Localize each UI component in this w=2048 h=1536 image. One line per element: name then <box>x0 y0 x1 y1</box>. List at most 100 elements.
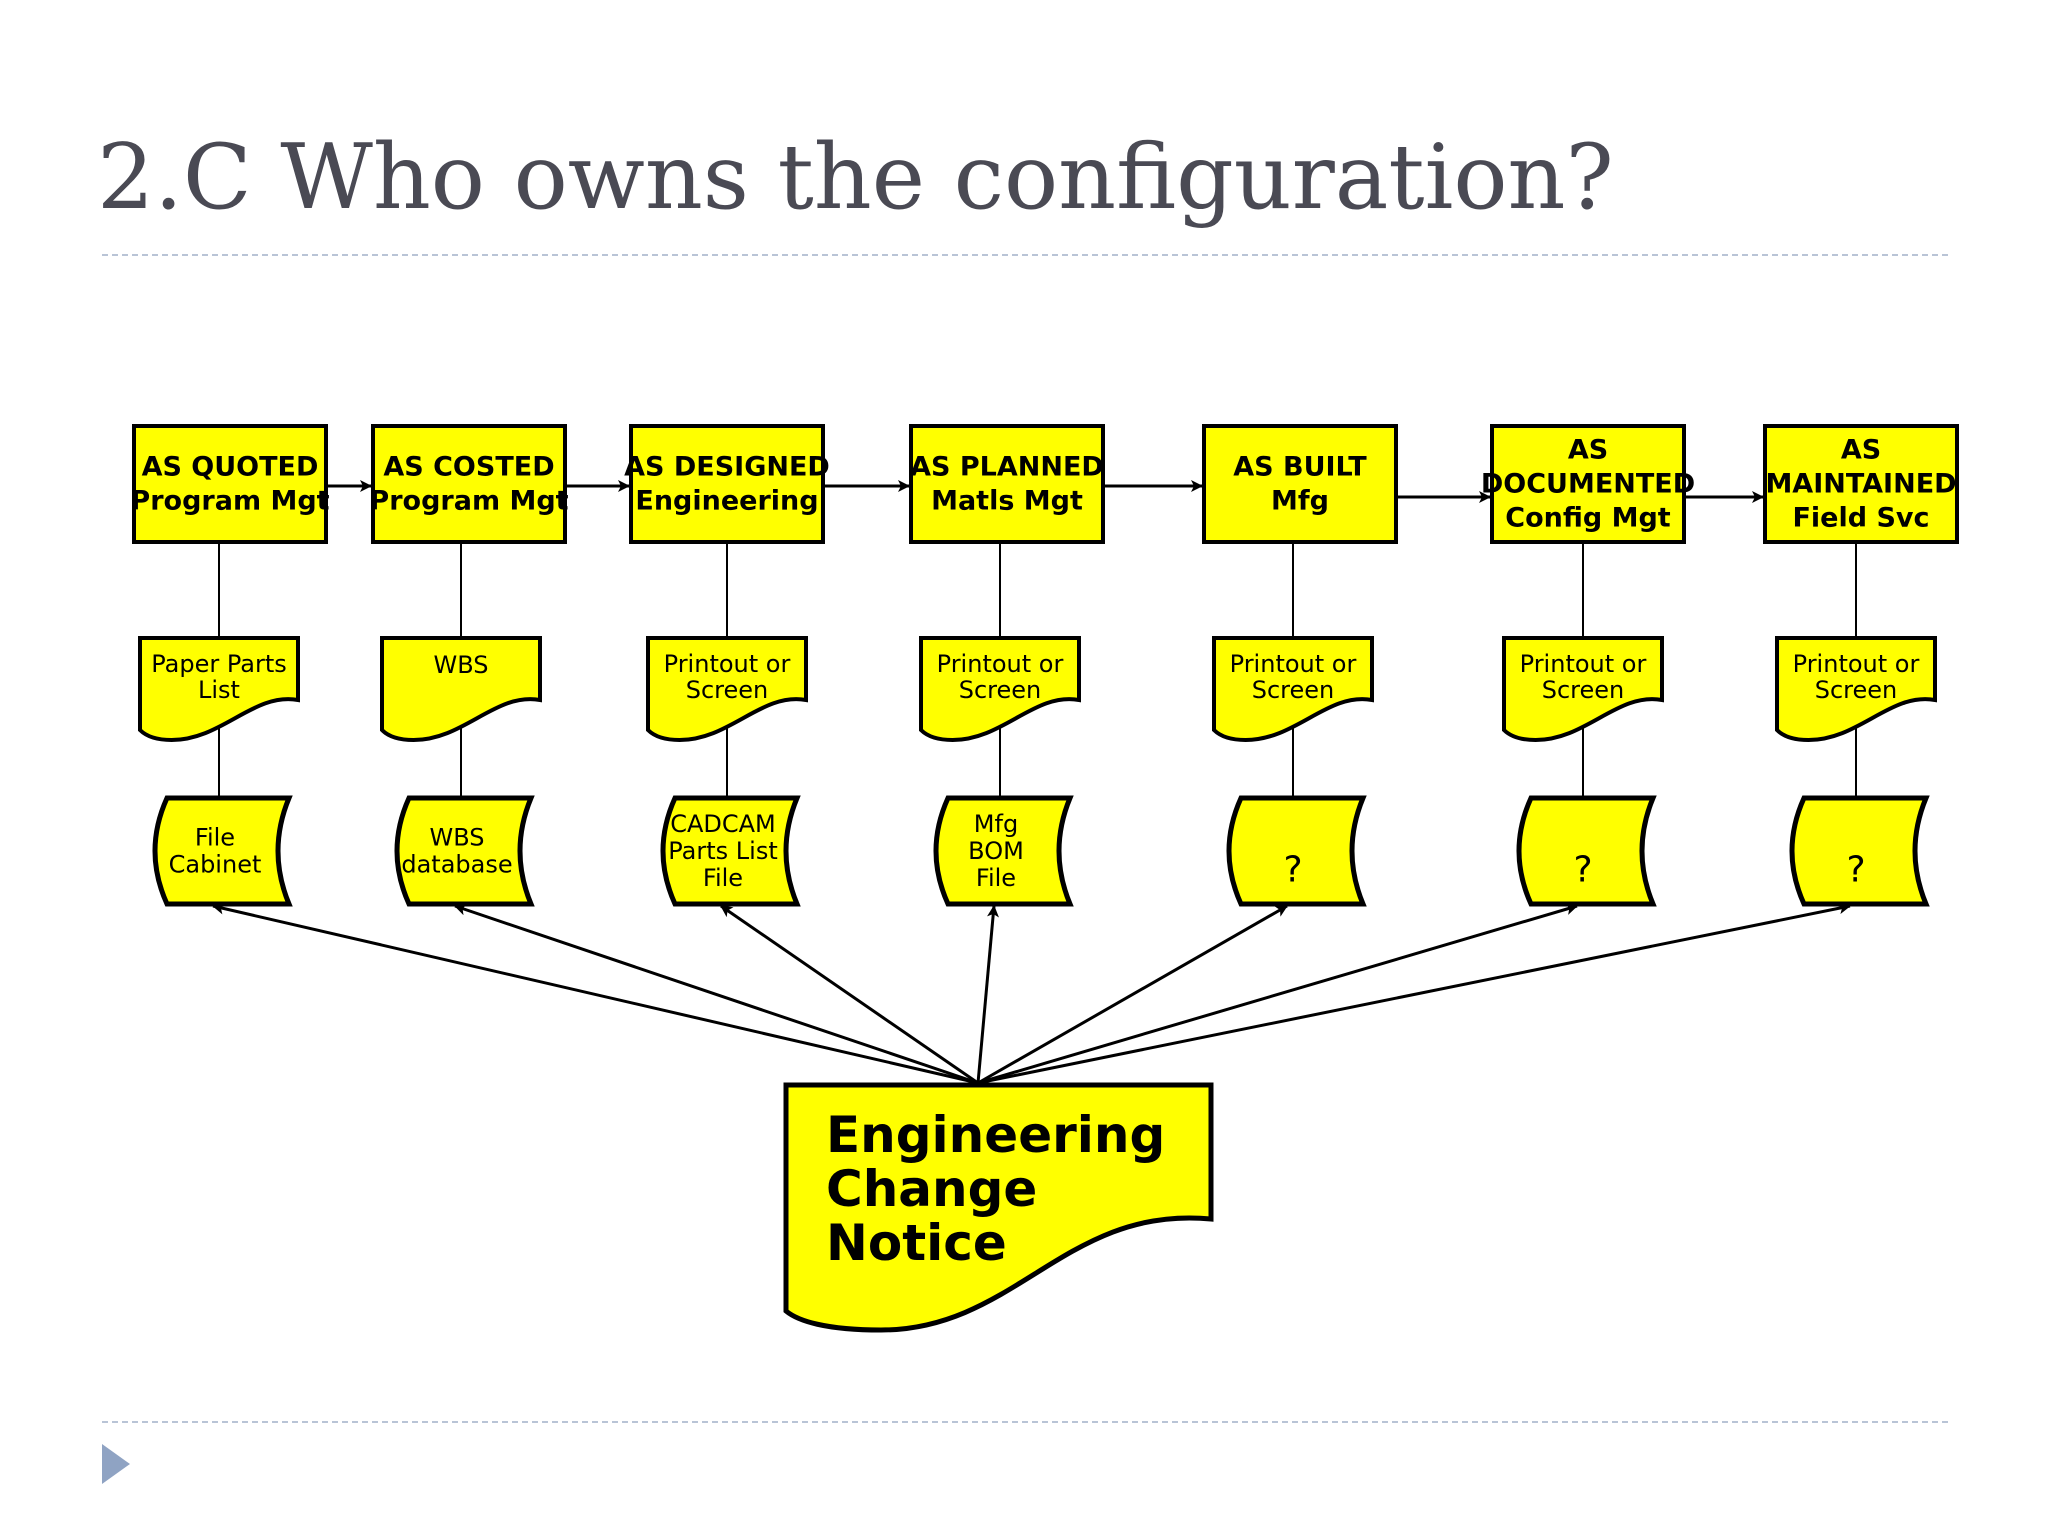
storage-shape: ? <box>1516 795 1657 907</box>
storage-outline <box>152 795 293 907</box>
stage-box <box>629 424 825 544</box>
stage-label: AS <box>1841 435 1881 466</box>
document-label: Screen <box>686 676 769 704</box>
document-label: Printout or <box>664 650 791 678</box>
top-divider <box>102 254 1948 256</box>
document-label: Screen <box>1252 676 1335 704</box>
stage-label: Program Mgt <box>369 486 568 517</box>
stage-label: AS DESIGNED <box>624 452 830 483</box>
stage-box <box>371 424 567 544</box>
stage-box <box>1763 424 1959 544</box>
stage-label: AS COSTED <box>383 452 554 483</box>
stage-label: Config Mgt <box>1505 503 1671 534</box>
ecn-outline <box>783 1082 1214 1333</box>
slide-title: 2.C Who owns the configuration? <box>97 125 1614 230</box>
stage-label: AS BUILT <box>1233 452 1367 483</box>
stage-label: MAINTAINED <box>1765 469 1956 500</box>
document-label: Printout or <box>1793 650 1920 678</box>
bottom-divider <box>102 1421 1948 1423</box>
stage-label: AS QUOTED <box>142 452 319 483</box>
storage-label: File <box>703 864 743 892</box>
document-label: Paper Parts <box>151 650 286 678</box>
right-triangle-icon <box>102 1444 130 1484</box>
stage-label: Program Mgt <box>130 486 329 517</box>
document-label: Screen <box>1542 676 1625 704</box>
ecn-arrow <box>977 903 1578 1085</box>
ecn-label: Notice <box>826 1214 1007 1272</box>
ecn-arrow <box>720 904 979 1085</box>
stage-label: DOCUMENTED <box>1481 469 1695 500</box>
document-label: Printout or <box>937 650 1064 678</box>
document-outline <box>1775 636 1937 743</box>
storage-shape: ? <box>1789 795 1930 907</box>
document-label: List <box>198 676 240 704</box>
stage-label: Matls Mgt <box>931 486 1083 517</box>
ecn-arrow <box>212 902 979 1085</box>
stage-box <box>909 424 1105 544</box>
stage-box <box>1202 424 1398 544</box>
document-outline <box>1502 636 1664 743</box>
storage-outline <box>1226 795 1367 907</box>
storage-outline <box>1516 795 1657 907</box>
storage-outline <box>394 795 535 907</box>
storage-label: Cabinet <box>169 851 262 879</box>
storage-label: CADCAM <box>670 810 776 838</box>
stage-box <box>132 424 328 544</box>
storage-label: Mfg <box>974 810 1018 838</box>
storage-label: ? <box>1283 850 1302 891</box>
document-label: Screen <box>959 676 1042 704</box>
stage-label: Field Svc <box>1792 503 1929 534</box>
stage-box <box>1490 424 1686 544</box>
storage-outline <box>1789 795 1930 907</box>
document-label: Printout or <box>1520 650 1647 678</box>
storage-label: BOM <box>968 837 1024 865</box>
stage-label: AS PLANNED <box>910 452 1104 483</box>
storage-label: ? <box>1846 850 1865 891</box>
ecn-label: Change <box>826 1160 1037 1218</box>
document-label: WBS <box>433 651 488 679</box>
document-outline <box>646 636 808 743</box>
stage-label: Mfg <box>1271 486 1329 517</box>
document-label: Printout or <box>1230 650 1357 678</box>
storage-label: File <box>195 824 235 852</box>
storage-label: ? <box>1573 850 1592 891</box>
stage-label: Engineering <box>635 486 818 517</box>
document-label: Screen <box>1815 676 1898 704</box>
ecn-label: Engineering <box>826 1106 1165 1164</box>
ecn-arrow <box>977 902 1851 1085</box>
storage-outline <box>660 795 801 907</box>
storage-outline <box>933 795 1074 907</box>
storage-label: database <box>401 851 512 879</box>
storage-shape: ? <box>1226 795 1367 907</box>
storage-label: File <box>976 864 1016 892</box>
storage-label: Parts List <box>668 837 777 865</box>
document-outline <box>919 636 1081 743</box>
storage-label: WBS <box>429 824 484 852</box>
document-outline <box>1212 636 1374 743</box>
document-outline <box>380 636 542 743</box>
stage-label: AS <box>1568 435 1608 466</box>
document-outline <box>138 636 300 743</box>
ecn-arrow <box>977 904 1288 1085</box>
ecn-arrow <box>976 905 999 1084</box>
ecn-arrow <box>454 903 979 1085</box>
